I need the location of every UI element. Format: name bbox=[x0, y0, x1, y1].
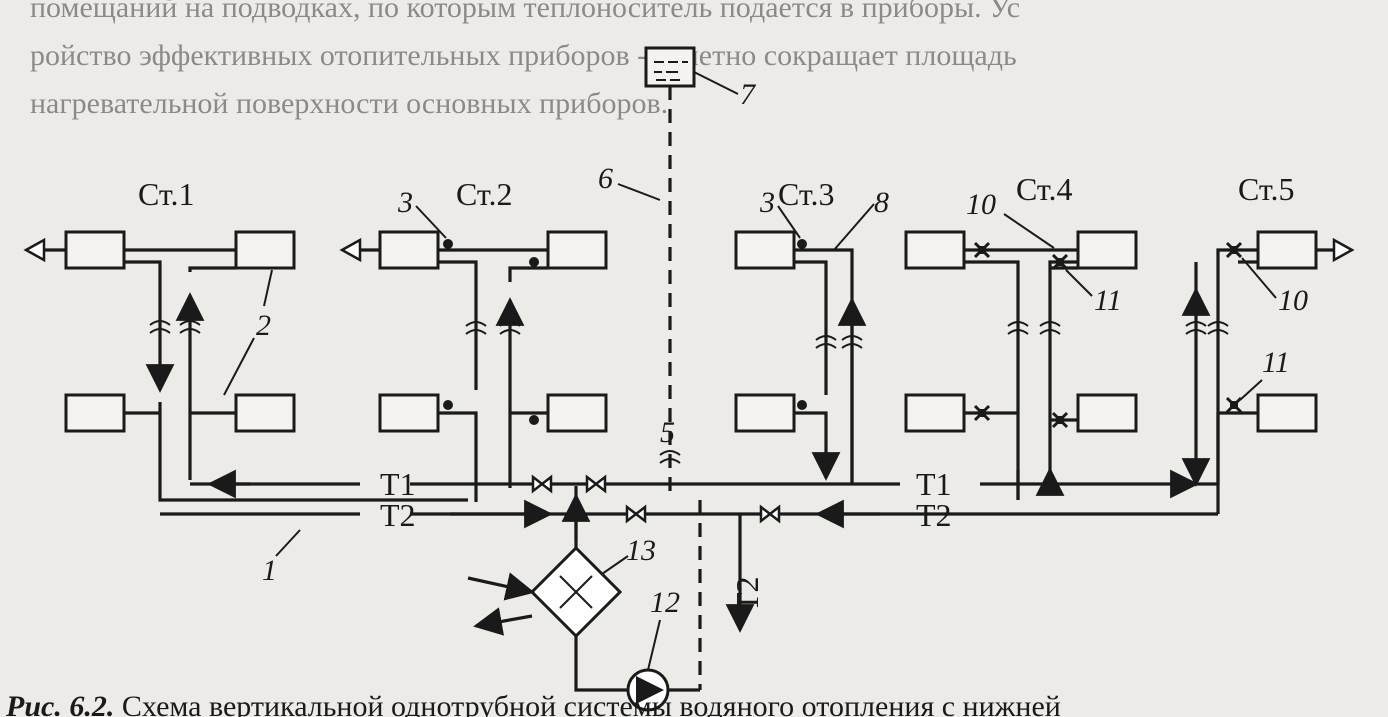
riser-1 bbox=[23, 230, 468, 502]
callout-number: 10 bbox=[1278, 284, 1308, 317]
radiator bbox=[1256, 393, 1318, 433]
main-pipes bbox=[160, 413, 1220, 633]
radiator bbox=[64, 230, 126, 270]
radiator bbox=[64, 393, 126, 433]
radiator bbox=[904, 230, 966, 270]
radiator bbox=[1256, 230, 1318, 270]
riser-label: Ст.3 bbox=[778, 176, 835, 212]
radiator bbox=[234, 230, 296, 270]
radiator bbox=[734, 393, 796, 433]
expansion-tank bbox=[644, 46, 702, 690]
crane-icon bbox=[529, 415, 539, 425]
pipe-label-t2: T2 bbox=[380, 497, 416, 533]
callout-number: 3 bbox=[397, 186, 413, 219]
crane-icon bbox=[443, 239, 453, 249]
heat-exchanger bbox=[467, 545, 628, 692]
pipe-label-t2: T2 bbox=[916, 497, 952, 533]
crane-icon bbox=[797, 239, 807, 249]
radiator bbox=[1076, 230, 1138, 270]
radiator bbox=[234, 393, 296, 433]
riser-label: Ст.2 bbox=[456, 176, 513, 212]
callout-number: 7 bbox=[740, 78, 757, 111]
riser-label: Ст.5 bbox=[1238, 171, 1295, 207]
callout-number: 11 bbox=[1262, 346, 1290, 379]
text-line: нагревательной поверхности основных приб… bbox=[30, 87, 669, 120]
text-line: помещаний на подводках, по которым тепло… bbox=[30, 0, 1021, 24]
callout-number: 1 bbox=[262, 554, 277, 587]
text-line: ройство эффективных отопительных приборо… bbox=[30, 39, 1017, 72]
callout-number: 5 bbox=[660, 416, 675, 449]
radiator bbox=[378, 393, 440, 433]
radiator bbox=[378, 230, 440, 270]
crane-icon bbox=[797, 400, 807, 410]
callout-number: 6 bbox=[598, 162, 613, 195]
air-vent-icon bbox=[1332, 237, 1355, 263]
callout-number: 11 bbox=[1094, 284, 1122, 317]
air-vent-icon bbox=[339, 237, 362, 263]
callout-number: 12 bbox=[650, 586, 680, 619]
radiator bbox=[904, 393, 966, 433]
pipe-label-t1: T1 bbox=[380, 466, 416, 502]
callout-number: 3 bbox=[759, 186, 775, 219]
riser-2 bbox=[339, 230, 608, 502]
figure-caption: Рис. 6.2. Схема вертикальной однотрубной… bbox=[6, 690, 1061, 717]
riser-5 bbox=[1178, 230, 1355, 487]
callout-number: 2 bbox=[256, 309, 271, 342]
riser-4 bbox=[904, 230, 1138, 500]
riser-label: Ст.1 bbox=[138, 176, 195, 212]
radiator bbox=[546, 393, 608, 433]
air-vent-icon bbox=[23, 237, 46, 263]
caption-label: Рис. 6.2. bbox=[6, 690, 115, 717]
crane-icon bbox=[443, 400, 453, 410]
callout-number: 10 bbox=[966, 188, 996, 221]
callout-number: 13 bbox=[626, 534, 656, 567]
background-text: помещаний на подводках, по которым тепло… bbox=[30, 0, 1370, 128]
radiator bbox=[546, 230, 608, 270]
callout-number: 8 bbox=[874, 186, 889, 219]
riser-label: Ст.4 bbox=[1016, 171, 1073, 207]
riser-3 bbox=[734, 230, 867, 484]
caption-text: Схема вертикальной однотрубной системы в… bbox=[114, 690, 1061, 717]
pipe-label-t2-down: T2 bbox=[729, 576, 765, 612]
crane-icon bbox=[529, 257, 539, 267]
pipe-label-t1: T1 bbox=[916, 466, 952, 502]
radiator bbox=[734, 230, 796, 270]
radiator bbox=[1076, 393, 1138, 433]
